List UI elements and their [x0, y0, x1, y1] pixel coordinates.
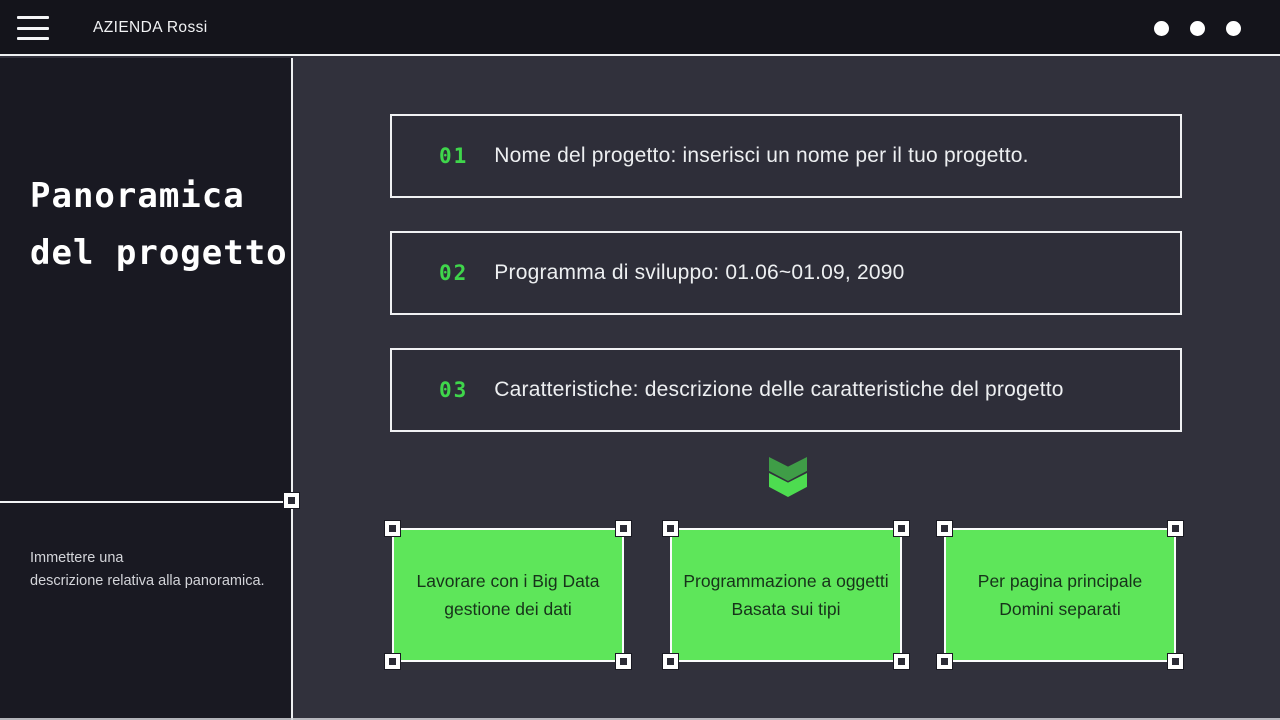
- resize-handle[interactable]: [385, 521, 400, 536]
- numbered-item-2[interactable]: 02 Programma di sviluppo: 01.06~01.09, 2…: [390, 231, 1182, 315]
- card-text-line1: Programmazione a oggetti: [683, 571, 889, 591]
- slide-title-line2: del progetto: [30, 233, 288, 273]
- item-number: 03: [439, 378, 469, 402]
- numbered-item-1[interactable]: 01 Nome del progetto: inserisci un nome …: [390, 114, 1182, 198]
- resize-handle[interactable]: [385, 654, 400, 669]
- feature-card-big-data[interactable]: Lavorare con i Big Data gestione dei dat…: [385, 521, 631, 669]
- resize-handle[interactable]: [894, 521, 909, 536]
- window-bottom-edge: [0, 718, 1280, 720]
- slide-description-line2: descrizione relativa alla panoramica.: [30, 572, 265, 589]
- feature-card-oop[interactable]: Programmazione a oggetti Basata sui tipi: [663, 521, 909, 669]
- card-text-line2: Basata sui tipi: [731, 599, 841, 619]
- resize-handle[interactable]: [663, 654, 678, 669]
- divider-resize-handle[interactable]: [284, 493, 299, 508]
- card-text-line2: Domini separati: [999, 599, 1121, 619]
- item-text: Caratteristiche: descrizione delle carat…: [494, 378, 1064, 401]
- app-title: AZIENDA Rossi: [93, 19, 208, 36]
- topbar: AZIENDA Rossi: [0, 0, 1280, 56]
- window-dot-icon[interactable]: [1226, 20, 1241, 36]
- resize-handle[interactable]: [663, 521, 678, 536]
- item-text: Programma di sviluppo: 01.06~01.09, 2090: [494, 261, 905, 284]
- card-text-line1: Lavorare con i Big Data: [416, 571, 600, 591]
- resize-handle[interactable]: [937, 654, 952, 669]
- slide-title-line1: Panoramica: [30, 176, 245, 216]
- sidebar: Panoramica del progetto Immettere una de…: [0, 58, 299, 720]
- resize-handle[interactable]: [616, 521, 631, 536]
- hamburger-menu-icon[interactable]: [17, 16, 49, 40]
- window-controls: [1154, 0, 1241, 56]
- window-dot-icon[interactable]: [1190, 20, 1205, 36]
- card-text-line1: Per pagina principale: [977, 571, 1143, 591]
- slide-description[interactable]: Immettere una descrizione relativa alla …: [30, 547, 292, 592]
- item-text: Nome del progetto: inserisci un nome per…: [494, 144, 1029, 167]
- resize-handle[interactable]: [616, 654, 631, 669]
- double-chevron-down-icon[interactable]: [769, 457, 807, 497]
- card-text-line2: gestione dei dati: [444, 599, 572, 619]
- item-number: 01: [439, 144, 469, 168]
- window-dot-icon[interactable]: [1154, 20, 1169, 36]
- slide-description-line1: Immettere una: [30, 550, 124, 566]
- resize-handle[interactable]: [1168, 654, 1183, 669]
- item-number: 02: [439, 261, 469, 285]
- feature-card-domains[interactable]: Per pagina principale Domini separati: [937, 521, 1183, 669]
- slide-title[interactable]: Panoramica del progetto: [30, 168, 290, 282]
- resize-handle[interactable]: [1168, 521, 1183, 536]
- resize-handle[interactable]: [937, 521, 952, 536]
- resize-handle[interactable]: [894, 654, 909, 669]
- numbered-item-3[interactable]: 03 Caratteristiche: descrizione delle ca…: [390, 348, 1182, 432]
- sidebar-divider: [0, 501, 291, 503]
